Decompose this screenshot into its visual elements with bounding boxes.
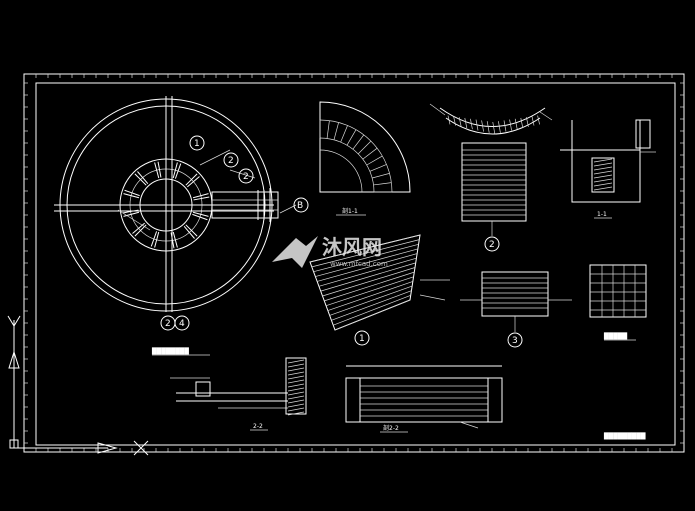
watermark: 沐风网 www.mfcad.com [272,235,388,268]
callout-b-text: B [297,201,303,211]
callout-2-text: 2 [243,172,249,182]
plan-title: ████████ [151,347,189,355]
fan-section: 1 [309,234,450,346]
launder-section: 2 [429,103,553,252]
callout-bubble[interactable] [484,236,500,252]
fan-title: 剖1-1 [342,207,358,215]
quarter-ring-section: 剖1-1 [319,101,411,216]
pipe-detail: 2-2 [170,357,307,431]
callout-3-text: 3 [512,336,518,346]
launder-teeth [447,115,540,135]
beam-section: 剖2-2 [345,365,503,433]
callout-1-text: 1 [359,334,365,344]
callout-2-text: 2 [165,319,171,329]
sheet-title: █████████ [603,432,646,440]
callout-1-text: 1 [194,139,200,149]
callout-2-text: 2 [489,240,495,250]
callout-bubble[interactable] [174,315,190,331]
circular-plan-view: 1 2 2 B 2 4 ████████ [54,96,309,356]
mf-logo-icon [272,236,318,268]
channel-hatch [593,158,613,191]
callout-bubble[interactable] [507,332,523,348]
callout-bubble[interactable] [189,135,205,151]
plan-spokes [122,161,210,249]
grid-lines [590,265,646,317]
watermark-brand: 沐风网 [322,235,382,259]
grid-detail: █████ [589,264,647,341]
watermark-url: www.mfcad.com [330,260,388,268]
channel-detail: 1-1 [560,119,656,219]
callout-2-text: 2 [228,156,234,166]
pipe-hatch [287,359,305,416]
callout-4-text: 4 [179,319,185,329]
section-title: 1-1 [597,211,607,218]
callout-bubble[interactable] [354,330,370,346]
beam-title: 剖2-2 [383,424,399,432]
ring-hatch [319,120,392,193]
launder-stripes [462,149,526,216]
ucs-axis-icon [7,315,149,456]
mid-stripes [482,277,548,309]
callout-bubble[interactable] [223,152,239,168]
pipe-title: 2-2 [253,423,263,430]
callout-bubble[interactable] [238,168,254,184]
fan-lines [309,234,421,331]
stripe-section: 3 [460,271,572,348]
sheet-frame [23,73,685,453]
detail-title: █████ [603,332,627,340]
frame-ticks [24,74,684,452]
beam-lines [360,385,488,417]
callout-bubble-b[interactable] [293,197,309,213]
